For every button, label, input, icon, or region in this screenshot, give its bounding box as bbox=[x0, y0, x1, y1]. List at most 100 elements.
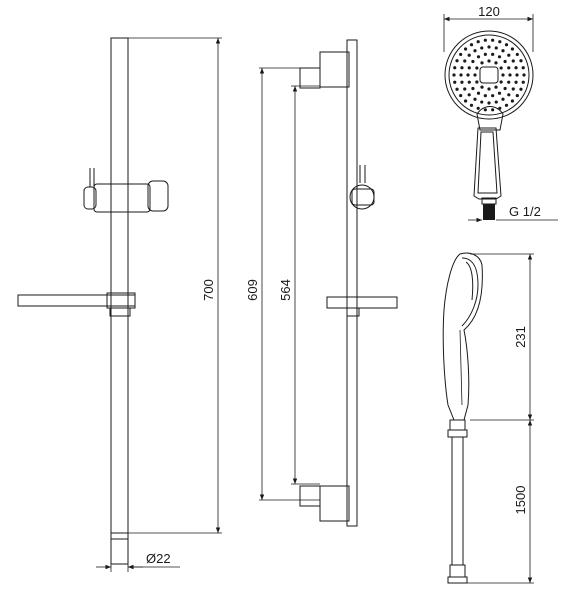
side-bottom-bracket bbox=[299, 485, 350, 522]
nozzle bbox=[483, 38, 487, 42]
nozzle bbox=[507, 93, 511, 97]
nozzle bbox=[473, 49, 477, 53]
dimension-handshower-length-label: 231 bbox=[513, 326, 528, 348]
dimension-rail-diameter-label: Ø22 bbox=[146, 551, 171, 566]
nozzle bbox=[473, 97, 477, 101]
nozzle bbox=[476, 55, 481, 59]
nozzle bbox=[459, 52, 463, 57]
nozzle bbox=[455, 87, 459, 91]
nozzle bbox=[466, 73, 470, 77]
nozzle bbox=[511, 87, 515, 91]
dimension-bracket-outer-label: 609 bbox=[245, 279, 260, 301]
nozzle bbox=[499, 66, 503, 70]
nozzle bbox=[498, 40, 502, 44]
nozzle bbox=[491, 52, 495, 56]
nozzle bbox=[467, 66, 471, 70]
handshower-front-view: 120 G 1/2 bbox=[443, 4, 558, 223]
dimension-rail-diameter: Ø22 bbox=[96, 540, 180, 572]
front-slider bbox=[83, 168, 169, 213]
nozzle bbox=[473, 73, 477, 77]
nozzle bbox=[475, 80, 479, 84]
dimension-rail-length-label: 700 bbox=[201, 279, 216, 301]
nozzle bbox=[476, 40, 480, 44]
nozzle bbox=[507, 53, 511, 57]
nozzle bbox=[463, 87, 467, 91]
nozzle bbox=[494, 61, 498, 65]
nozzle bbox=[483, 108, 487, 112]
nozzle bbox=[521, 80, 525, 84]
front-rail bbox=[110, 37, 129, 565]
nozzle bbox=[463, 59, 467, 63]
spray-face bbox=[444, 30, 534, 120]
dimension-bracket-inner-label: 564 bbox=[278, 279, 293, 301]
nozzle bbox=[453, 66, 457, 70]
nozzle bbox=[521, 66, 525, 70]
dimension-bracket-inner: 564 bbox=[278, 85, 320, 485]
nozzle bbox=[480, 61, 484, 65]
nozzle bbox=[507, 66, 511, 70]
nozzle bbox=[487, 59, 491, 63]
nozzle bbox=[494, 46, 498, 50]
nozzle bbox=[491, 38, 495, 42]
nozzle bbox=[501, 49, 505, 53]
nozzle-pattern bbox=[452, 38, 526, 112]
nozzle bbox=[469, 43, 474, 47]
nozzle bbox=[459, 73, 463, 77]
side-slider bbox=[349, 165, 375, 210]
front-view: 700 Ø22 bbox=[17, 37, 222, 572]
side-rail bbox=[346, 39, 358, 527]
side-soap-shelf bbox=[326, 296, 398, 317]
nozzle bbox=[497, 91, 502, 95]
nozzle bbox=[469, 103, 474, 107]
nozzle bbox=[471, 86, 475, 91]
nozzle bbox=[491, 94, 495, 98]
nozzle bbox=[494, 100, 498, 104]
nozzle bbox=[507, 80, 511, 84]
nozzle bbox=[459, 93, 463, 98]
nozzle bbox=[508, 73, 512, 77]
nozzle bbox=[515, 73, 519, 77]
nozzle bbox=[487, 101, 491, 105]
nozzle bbox=[463, 99, 468, 103]
nozzle bbox=[467, 93, 471, 97]
nozzle bbox=[515, 93, 519, 98]
dimension-thread-label: G 1/2 bbox=[509, 204, 541, 219]
nozzle bbox=[498, 106, 502, 110]
nozzle bbox=[503, 86, 507, 91]
nozzle bbox=[460, 80, 464, 84]
nozzle bbox=[497, 55, 502, 59]
nozzle bbox=[467, 80, 471, 84]
nozzle bbox=[476, 91, 481, 95]
side-top-bracket bbox=[299, 51, 350, 89]
nozzle bbox=[483, 52, 487, 56]
nozzle bbox=[480, 85, 484, 89]
nozzle bbox=[476, 106, 480, 110]
nozzle bbox=[463, 47, 468, 51]
nozzle bbox=[455, 59, 459, 63]
nozzle bbox=[510, 47, 515, 51]
nozzle bbox=[519, 59, 523, 63]
nozzle bbox=[471, 59, 475, 64]
nozzle bbox=[467, 53, 471, 57]
dimension-hose-length: 1500 bbox=[467, 420, 534, 584]
nozzle bbox=[501, 73, 505, 77]
nozzle bbox=[494, 85, 498, 89]
dimension-rail-length: 700 bbox=[201, 38, 221, 533]
nozzle bbox=[480, 46, 484, 50]
nozzle bbox=[519, 87, 523, 91]
nozzle bbox=[501, 97, 505, 101]
dimension-thread: G 1/2 bbox=[468, 204, 558, 223]
nozzle bbox=[483, 94, 487, 98]
dimension-head-width: 120 bbox=[443, 4, 534, 52]
nozzle bbox=[452, 73, 456, 77]
side-view: 609 564 bbox=[245, 39, 398, 527]
nozzle bbox=[503, 59, 507, 64]
dimension-handshower-length: 231 bbox=[470, 253, 534, 421]
nozzle bbox=[491, 108, 495, 112]
nozzle bbox=[514, 66, 518, 70]
nozzle bbox=[510, 99, 515, 103]
front-soap-shelf bbox=[17, 292, 136, 317]
handshower-side-view: 231 1500 bbox=[442, 252, 534, 584]
nozzle bbox=[460, 66, 464, 70]
nozzle bbox=[504, 103, 509, 107]
